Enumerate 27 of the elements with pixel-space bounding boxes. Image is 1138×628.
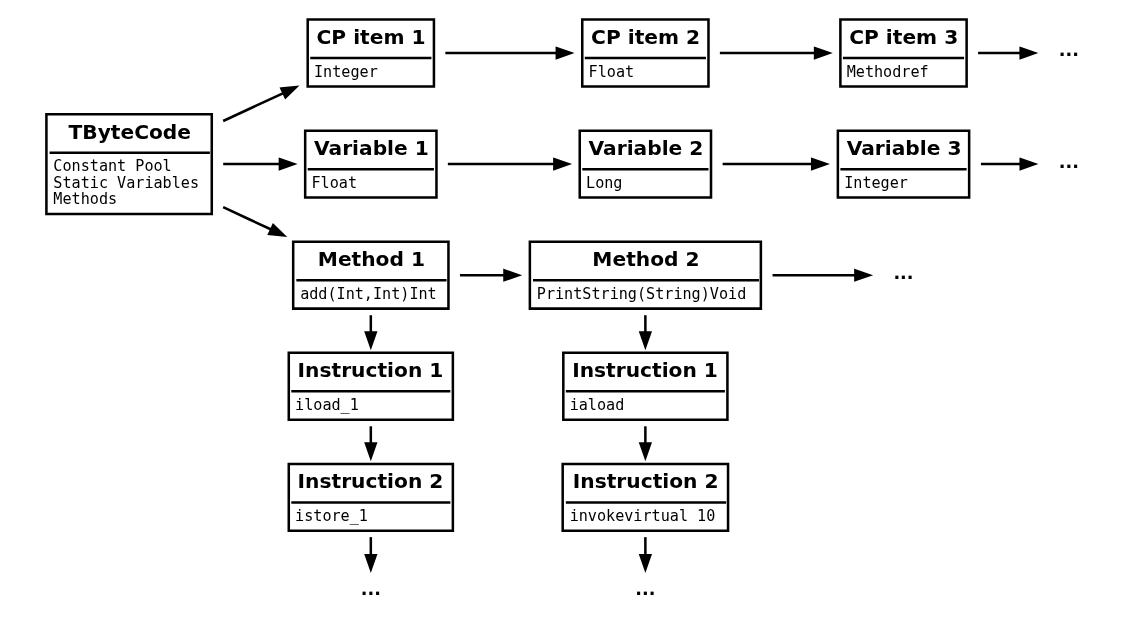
node-text: ... <box>893 262 914 283</box>
node-box: Method 2 PrintString(String)Void <box>528 240 763 310</box>
arrow <box>722 157 830 171</box>
arrow <box>222 85 300 123</box>
arrow <box>638 537 652 573</box>
node-text: ... <box>635 579 656 600</box>
arrow <box>638 315 652 351</box>
arrow <box>445 46 575 60</box>
node-box: Instruction 2 istore_1 <box>287 462 455 533</box>
arrow <box>719 46 833 60</box>
node-box: CP item 1 Integer <box>306 18 436 88</box>
arrow <box>980 157 1039 171</box>
arrow <box>978 46 1039 60</box>
node-text: ... <box>1058 151 1079 172</box>
arrow <box>460 268 523 282</box>
node-box: Variable 1 Float <box>303 129 438 199</box>
node-box: Variable 2 Long <box>578 129 713 199</box>
node-text: ... <box>360 579 381 600</box>
arrow <box>223 157 298 171</box>
arrow <box>638 426 652 462</box>
node-box: Instruction 1 iload_1 <box>287 351 455 421</box>
node-box: Variable 3 Integer <box>836 129 971 199</box>
arrow <box>222 206 288 237</box>
arrow <box>772 268 874 282</box>
node-box: TByteCode Constant Pool Static Variables Methods <box>45 112 214 216</box>
node-text: ... <box>1058 40 1079 61</box>
arrow <box>447 157 573 171</box>
